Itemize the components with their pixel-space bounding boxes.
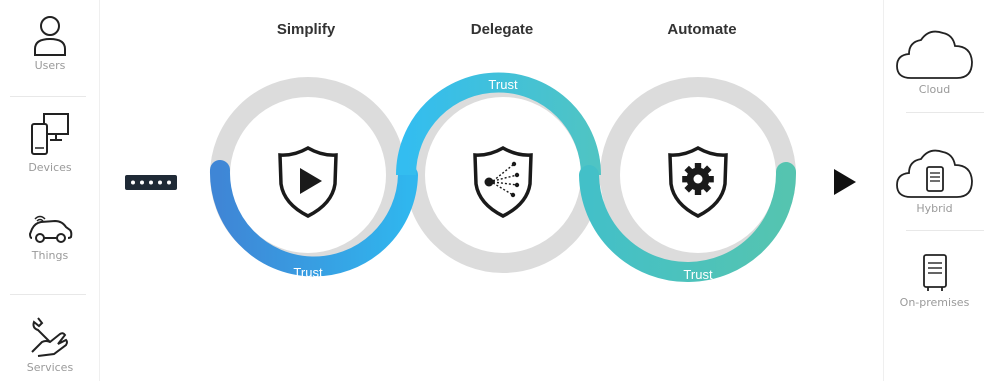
trust-arc-automate <box>579 162 797 282</box>
devices-icon <box>31 113 69 155</box>
trust-arc-delegate <box>396 72 601 176</box>
cloud-icon <box>895 30 973 79</box>
shield-network-icon <box>473 145 533 218</box>
divider <box>906 230 984 231</box>
trust-flow-diagram: Trust Trust Trust <box>125 72 856 282</box>
source-label: Services <box>26 361 74 374</box>
target-label: Cloud <box>918 83 951 96</box>
connector-dots <box>125 175 177 190</box>
trust-label: Trust <box>683 267 713 282</box>
divider <box>906 112 984 113</box>
source-things: Things <box>12 212 88 262</box>
user-icon <box>34 16 66 56</box>
source-label: Things <box>31 249 69 262</box>
divider <box>10 294 86 295</box>
trust-label: Trust <box>488 77 518 92</box>
trust-label: Trust <box>293 265 323 280</box>
server-icon <box>922 254 947 291</box>
wrench-hand-icon <box>31 317 68 357</box>
shield-gear-icon <box>668 145 728 218</box>
target-on-premises: On-premises <box>884 253 984 309</box>
target-label: On-premises <box>899 296 970 309</box>
source-services: Services <box>12 314 88 374</box>
source-label: Users <box>34 59 66 72</box>
shield-play-icon <box>278 145 338 218</box>
sources-panel: Users Devices Things Services <box>0 0 100 381</box>
target-hybrid: Hybrid <box>884 143 984 215</box>
source-devices: Devices <box>12 112 88 174</box>
car-icon <box>28 215 73 243</box>
target-label: Hybrid <box>916 202 953 215</box>
source-users: Users <box>12 14 88 72</box>
arrow-right-icon <box>834 169 856 195</box>
stage-title-simplify: Simplify <box>276 21 336 38</box>
stage-title-delegate: Delegate <box>470 21 534 38</box>
divider <box>10 96 86 97</box>
target-cloud: Cloud <box>884 24 984 96</box>
source-label: Devices <box>28 161 72 174</box>
stage-title-automate: Automate <box>667 21 737 38</box>
targets-panel: Cloud Hybrid On-premises <box>883 0 984 381</box>
cloud-server-icon <box>895 149 973 198</box>
trust-arc-simplify <box>209 160 418 277</box>
